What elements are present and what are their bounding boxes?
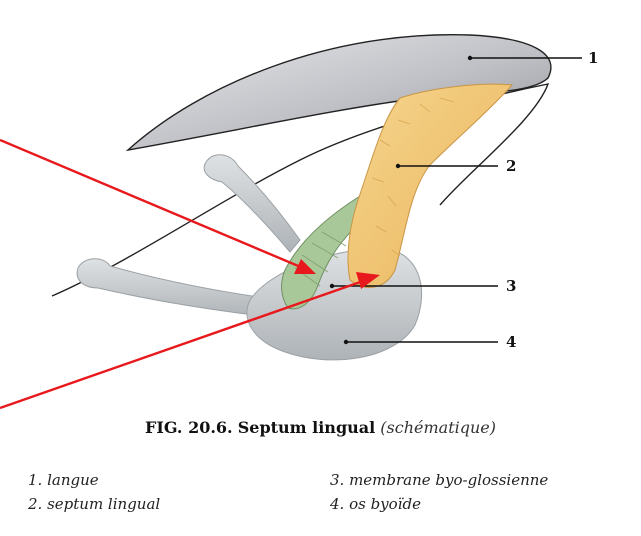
figure-number: FIG. 20.6. [144,418,233,437]
septum-shape [347,83,514,288]
membrane-fibers [294,231,347,287]
legend-column-left: 1. langue 2. septum lingual [28,468,160,516]
legend-item-2: 2. septum lingual [28,495,161,513]
figure-caption: FIG. 20.6. Septum lingual (schématique) [0,418,641,437]
figure-title: Septum lingual [237,418,376,437]
legend-item-1: 1. langue [28,471,99,489]
callout-dot-4 [343,339,349,345]
septum-lingual-diagram: 1 2 3 4 [0,33,598,410]
membrane-shape [281,195,373,310]
legend-column-right: 3. membrane byo-glossienne 4. os byoïde [330,468,548,516]
legend-item-4: 4. os byoïde [330,495,421,513]
septum-texture [371,97,455,257]
callout-dot-1 [467,55,473,61]
hyoid-greater-horn-upper [203,154,301,253]
red-arrow-upper [0,138,316,274]
legend-item-3: 3. membrane byo-glossienne [330,471,549,489]
red-arrow-lower [0,272,380,410]
callout-number-2: 2 [506,157,516,175]
callout-dot-2 [395,163,401,169]
tongue-shape [125,33,552,152]
callout-number-1: 1 [588,49,598,67]
callout-dot-3 [329,283,335,289]
figure-subtitle: (schématique) [380,418,496,437]
callout-number-4: 4 [506,333,516,351]
callout-number-3: 3 [506,277,516,295]
